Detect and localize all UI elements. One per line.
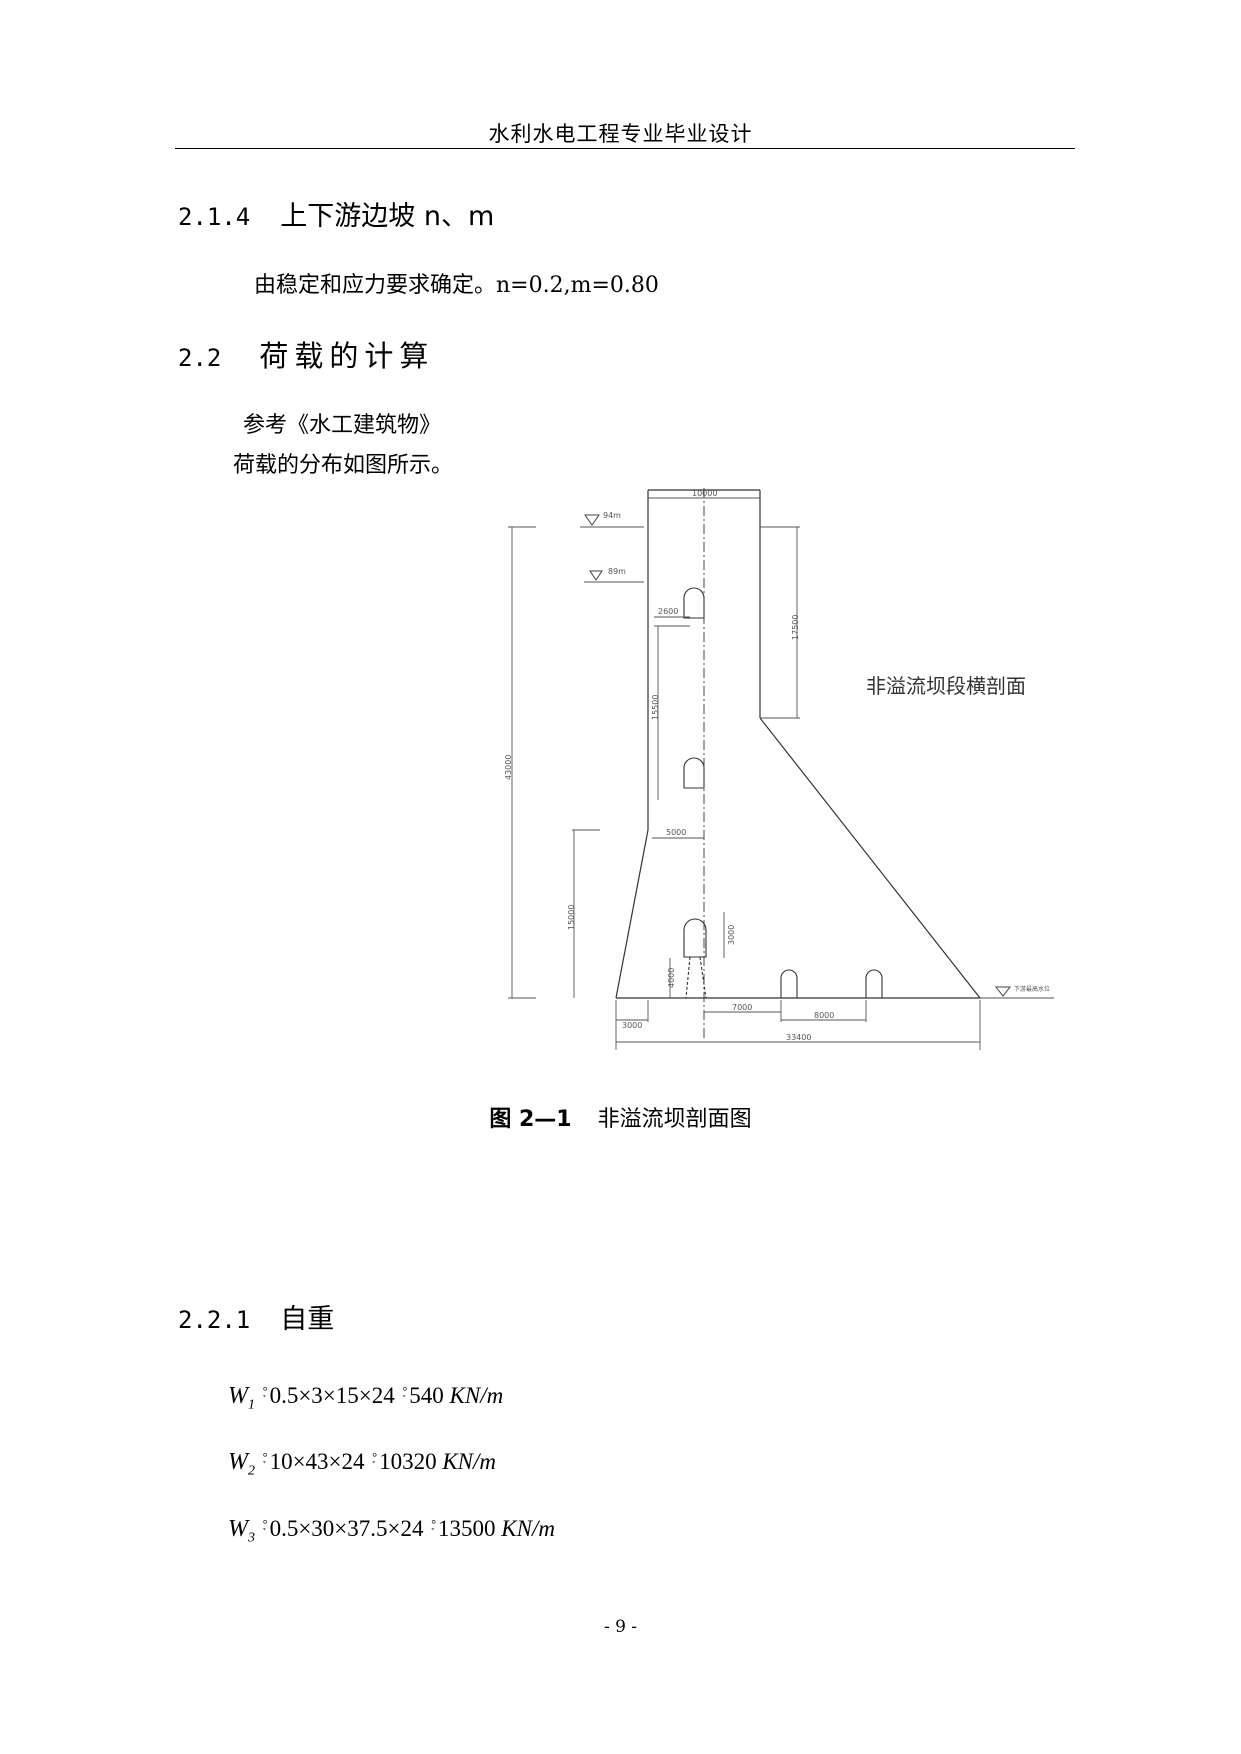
- dim-top-width: 10000: [692, 489, 717, 498]
- formula-unit: KN/m: [449, 1383, 504, 1408]
- equals-glyph: ׇ°: [262, 1517, 268, 1531]
- equals-glyph: ׇ°: [372, 1450, 378, 1464]
- paragraph-reference: 参考《水工建筑物》: [243, 413, 442, 438]
- dim-height-15500: 15500: [651, 695, 660, 720]
- caption-text: 非溢流坝剖面图: [597, 1107, 752, 1132]
- dim-base-7000: 7000: [732, 1003, 752, 1012]
- formula-result: 13500: [438, 1516, 496, 1541]
- dim-width-5000: 5000: [666, 828, 686, 837]
- gallery-openings: [683, 587, 883, 999]
- formula-w3: W3 ׇ°0.5×30×37.5×24 ׇ°13500 KN/m: [228, 1516, 555, 1547]
- equals-glyph: ׇ°: [431, 1517, 437, 1531]
- dam-outline: [615, 489, 981, 999]
- heading-2-2-1: 2.2.1 自重: [178, 1297, 334, 1336]
- heading-text: 荷载的计算: [259, 339, 435, 373]
- page-number: - 9 -: [603, 1617, 638, 1637]
- water-level-89: 89m: [608, 567, 626, 576]
- dim-height-15000: 15000: [567, 905, 576, 930]
- heading-text: 上下游边坡 n、m: [280, 201, 495, 232]
- dimension-lines: [508, 497, 1054, 1050]
- formula-expression: 0.5×3×15×24: [269, 1383, 395, 1408]
- formula-result: 10320: [379, 1449, 437, 1474]
- heading-2-2: 2.2 荷载的计算: [178, 333, 434, 375]
- formula-subscript: 2: [248, 1463, 255, 1479]
- formula-w1: W1 ׇ°0.5×3×15×24 ׇ°540 KN/m: [228, 1383, 503, 1414]
- dim-height-4000: 4000: [667, 968, 676, 988]
- dim-upper-height: 17500: [791, 615, 800, 640]
- formula-subscript: 1: [248, 1397, 255, 1413]
- heading-number: 2.2: [178, 344, 222, 372]
- water-level-markers: [584, 514, 1012, 997]
- caption-number: 图 2—1: [489, 1107, 572, 1132]
- dim-height-total: 43000: [504, 755, 513, 780]
- paragraph-slope: 由稳定和应力要求确定。n=0.2,m=0.80: [254, 273, 659, 298]
- heading-text: 自重: [280, 1304, 335, 1335]
- figure-caption: 图 2—1 非溢流坝剖面图: [0, 1101, 1241, 1133]
- heading-number: 2.1.4: [178, 203, 251, 231]
- header-rule: [175, 148, 1075, 149]
- formula-w2: W2 ׇ°10×43×24 ׇ°10320 KN/m: [228, 1449, 496, 1480]
- formula-subscript: 3: [248, 1530, 255, 1546]
- formula-var: W: [228, 1449, 248, 1475]
- formula-expression: 0.5×30×37.5×24: [269, 1516, 424, 1541]
- formula-unit: KN/m: [442, 1449, 497, 1474]
- water-level-94: 94m: [603, 511, 621, 520]
- formula-unit: KN/m: [501, 1516, 555, 1541]
- formula-result: 540: [409, 1383, 444, 1408]
- running-header: 水利水电工程专业毕业设计: [488, 122, 753, 146]
- equals-glyph: ׇ°: [262, 1450, 268, 1464]
- dim-base-total: 33400: [786, 1033, 811, 1042]
- heading-2-1-4: 2.1.4 上下游边坡 n、m: [178, 194, 494, 233]
- formula-var: W: [228, 1383, 248, 1409]
- equals-glyph: ׇ°: [402, 1384, 408, 1398]
- equals-glyph: ׇ°: [262, 1384, 268, 1398]
- heading-number: 2.2.1: [178, 1306, 251, 1334]
- dim-height-3000: 3000: [727, 925, 736, 945]
- dim-base-3000: 3000: [622, 1021, 642, 1030]
- formula-var: W: [228, 1516, 248, 1542]
- formula-expression: 10×43×24: [269, 1449, 365, 1474]
- dim-gallery-span: 2600: [658, 607, 678, 616]
- figure-inner-label: 非溢流坝段横剖面: [866, 674, 1026, 698]
- dim-base-8000: 8000: [814, 1011, 834, 1020]
- downstream-water-label: 下游最高水位: [1014, 985, 1050, 993]
- paragraph-load-distribution: 荷载的分布如图所示。: [233, 453, 454, 478]
